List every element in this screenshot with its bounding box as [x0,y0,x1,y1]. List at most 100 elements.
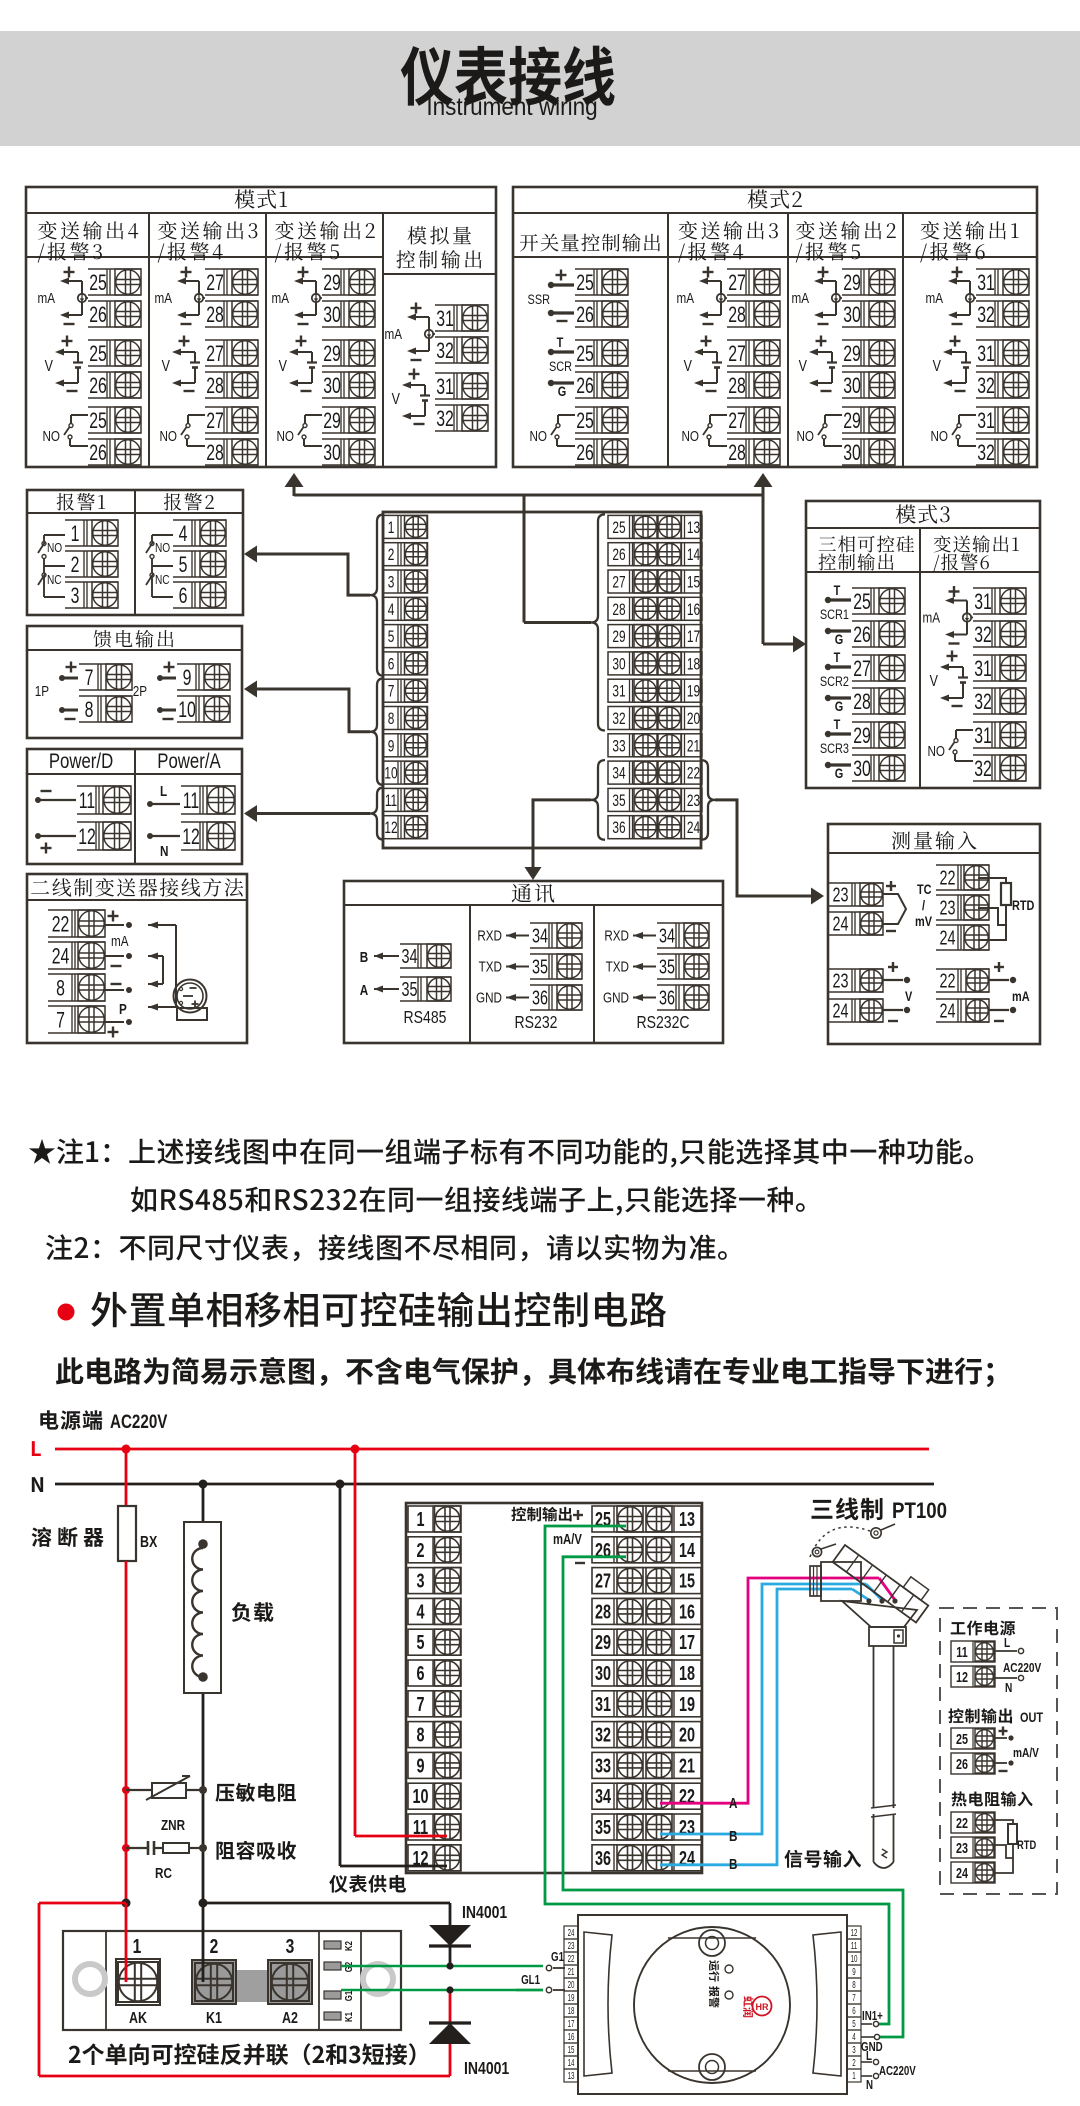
svg-text:Power/D: Power/D [49,750,113,773]
svg-text:22: 22 [956,1814,968,1831]
svg-text:23: 23 [939,896,955,919]
svg-text:35: 35 [595,1816,611,1839]
svg-text:15: 15 [687,574,700,593]
svg-text:28: 28 [206,442,224,466]
svg-text:T: T [557,335,564,351]
svg-text:1: 1 [852,2069,856,2081]
svg-text:6: 6 [179,585,188,609]
svg-text:36: 36 [532,986,548,1009]
svg-text:12: 12 [412,1846,428,1869]
svg-text:SCR: SCR [549,359,572,375]
svg-text:32: 32 [974,624,992,648]
svg-text:27: 27 [206,343,224,367]
svg-text:36: 36 [595,1846,611,1869]
svg-text:26: 26 [89,375,107,399]
svg-text:GL1: GL1 [521,1974,540,1987]
svg-text:IN1+: IN1+ [862,2010,883,2023]
svg-text:36: 36 [659,986,675,1009]
svg-text:mA: mA [676,290,694,307]
svg-text:V: V [684,358,693,376]
svg-text:mV: mV [915,914,933,930]
svg-text:RS232C: RS232C [636,1012,689,1032]
svg-text:14: 14 [679,1538,695,1561]
svg-text:1: 1 [416,1508,424,1531]
svg-text:mA: mA [925,290,943,307]
svg-text:23: 23 [568,1939,575,1951]
svg-text:34: 34 [595,1785,611,1808]
svg-text:B: B [360,949,369,966]
svg-text:34: 34 [659,924,675,947]
svg-text:20: 20 [568,1978,575,1990]
svg-text:35: 35 [659,955,675,978]
svg-text:14: 14 [568,2056,575,2068]
svg-text:V: V [392,391,401,409]
svg-text:mA: mA [922,609,940,626]
svg-text:27: 27 [595,1569,611,1592]
svg-text:12: 12 [78,826,96,850]
svg-text:34: 34 [401,945,417,968]
svg-text:3: 3 [416,1569,424,1592]
svg-text:B: B [729,1828,738,1845]
svg-text:13: 13 [687,519,700,538]
svg-text:30: 30 [853,758,871,782]
svg-text:AK: AK [129,2010,148,2028]
svg-text:26: 26 [89,304,107,328]
svg-text:30: 30 [843,304,861,328]
svg-text:22: 22 [939,969,955,992]
svg-text:22: 22 [687,765,700,784]
svg-text:26: 26 [576,442,594,466]
svg-text:27: 27 [728,410,746,434]
svg-text:K2: K2 [343,1941,354,1951]
svg-text:29: 29 [843,410,861,434]
svg-text:4: 4 [852,2030,856,2042]
svg-text:V: V [799,358,808,376]
svg-text:G1: G1 [551,1951,564,1964]
svg-text:2: 2 [388,546,395,565]
svg-text:31: 31 [977,410,995,434]
svg-text:PT100: PT100 [892,1500,947,1524]
svg-text:11: 11 [79,790,95,814]
svg-text:8: 8 [852,1978,856,1990]
svg-text:29: 29 [595,1631,611,1654]
svg-text:ZNR: ZNR [161,1817,185,1834]
svg-text:2P: 2P [133,683,147,700]
svg-text:30: 30 [595,1662,611,1685]
svg-text:30: 30 [323,442,341,466]
svg-text:29: 29 [843,272,861,296]
svg-text:T: T [834,650,841,666]
svg-text:V: V [45,358,54,376]
svg-text:23: 23 [832,883,848,906]
svg-text:35: 35 [532,955,548,978]
svg-text:28: 28 [206,304,224,328]
svg-text:26: 26 [612,546,625,565]
svg-text:6: 6 [852,2004,856,2016]
svg-text:G1: G1 [343,1991,354,2001]
svg-text:18: 18 [679,1662,695,1685]
svg-text:RS485: RS485 [404,1007,447,1027]
svg-text:NO: NO [796,428,814,445]
svg-text:32: 32 [977,375,995,399]
svg-text:5: 5 [852,2017,856,2029]
svg-text:TC: TC [917,882,932,898]
svg-text:G: G [835,632,843,648]
svg-text:11: 11 [956,1643,967,1660]
svg-text:23: 23 [687,792,700,811]
svg-text:SSR: SSR [528,292,550,308]
svg-text:26: 26 [576,304,594,328]
svg-text:NO: NO [276,428,294,445]
svg-text:21: 21 [568,1965,575,1977]
svg-text:8: 8 [85,699,94,723]
svg-text:27: 27 [612,574,625,593]
svg-text:5: 5 [416,1631,424,1654]
svg-text:17: 17 [687,628,700,647]
svg-text:10: 10 [178,699,196,723]
svg-text:9: 9 [852,1965,856,1977]
svg-text:G: G [835,766,843,782]
svg-text:mA: mA [271,290,289,307]
svg-text:36: 36 [612,819,625,838]
svg-text:RTD: RTD [1017,1839,1036,1852]
svg-text:25: 25 [576,272,594,296]
svg-text:26: 26 [576,375,594,399]
svg-text:TXD: TXD [479,958,503,975]
svg-text:20: 20 [687,710,700,729]
